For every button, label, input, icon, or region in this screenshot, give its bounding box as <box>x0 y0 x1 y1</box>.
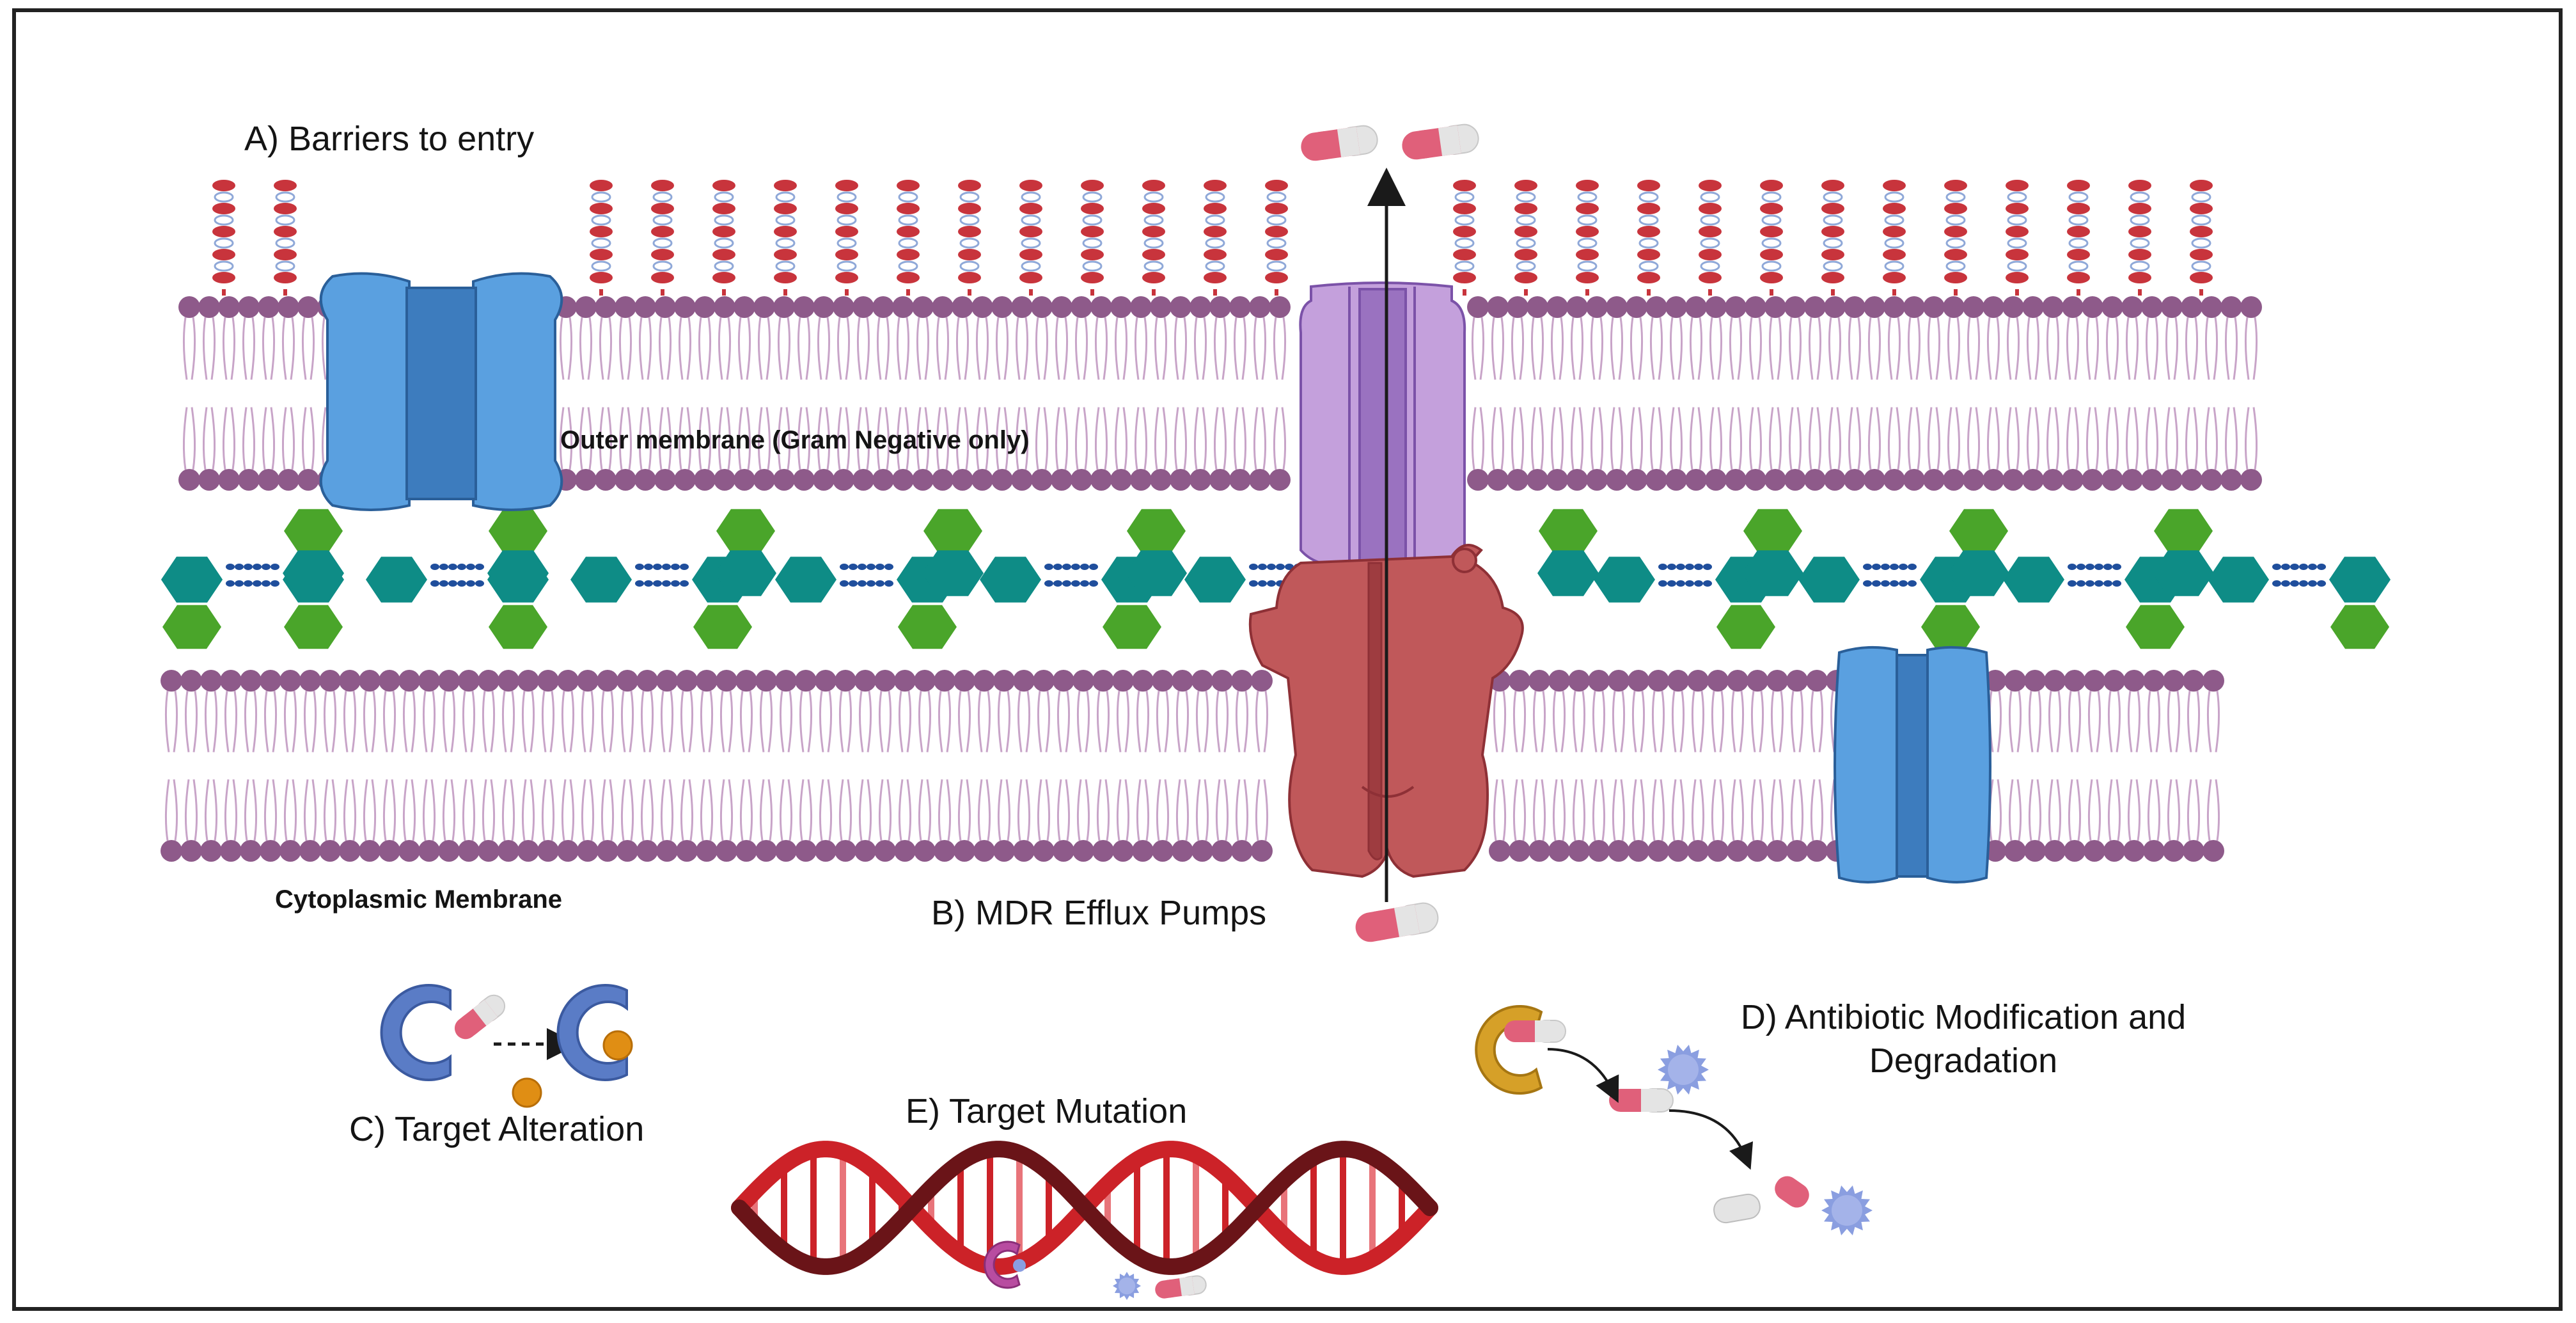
barriers-to-entry-label: A) Barriers to entry <box>244 120 535 158</box>
outer-membrane-lipid-tails <box>182 317 2258 470</box>
cytoplasmic-membrane-label: Cytoplasmic Membrane <box>275 885 563 914</box>
porin-channel-icon <box>319 272 563 511</box>
inner-porin-channel-icon <box>1834 646 1991 883</box>
modification-label-line2: Degradation <box>1869 1042 2058 1080</box>
enzyme-icon <box>1475 1005 1543 1095</box>
efflux-pills <box>1301 123 1479 942</box>
target-mutation-label: E) Target Mutation <box>906 1092 1188 1130</box>
degradation-star-icon <box>1658 1045 1873 1235</box>
modification-arrow-2 <box>1669 1109 1754 1170</box>
target-alteration-label: C) Target Alteration <box>349 1110 645 1148</box>
cytoplasmic-membrane-lipid-tails <box>164 690 2220 841</box>
efflux-pumps-label: B) MDR Efflux Pumps <box>931 894 1267 932</box>
modification-label-line1: D) Antibiotic Modification and <box>1740 998 2187 1036</box>
target-alteration-icon <box>380 984 633 1108</box>
cytoplasmic-membrane-lipid-heads <box>161 670 2224 862</box>
outer-membrane-label: Outer membrane (Gram Negative only) <box>560 426 1030 454</box>
modification-arrow-1 <box>1547 1048 1619 1103</box>
lipopolysaccharide-chains <box>212 180 2213 296</box>
mutation-items <box>1113 1272 1207 1300</box>
mutation-enzyme-icon <box>984 1240 1026 1289</box>
antibiotic-pill-icon <box>454 994 506 1040</box>
